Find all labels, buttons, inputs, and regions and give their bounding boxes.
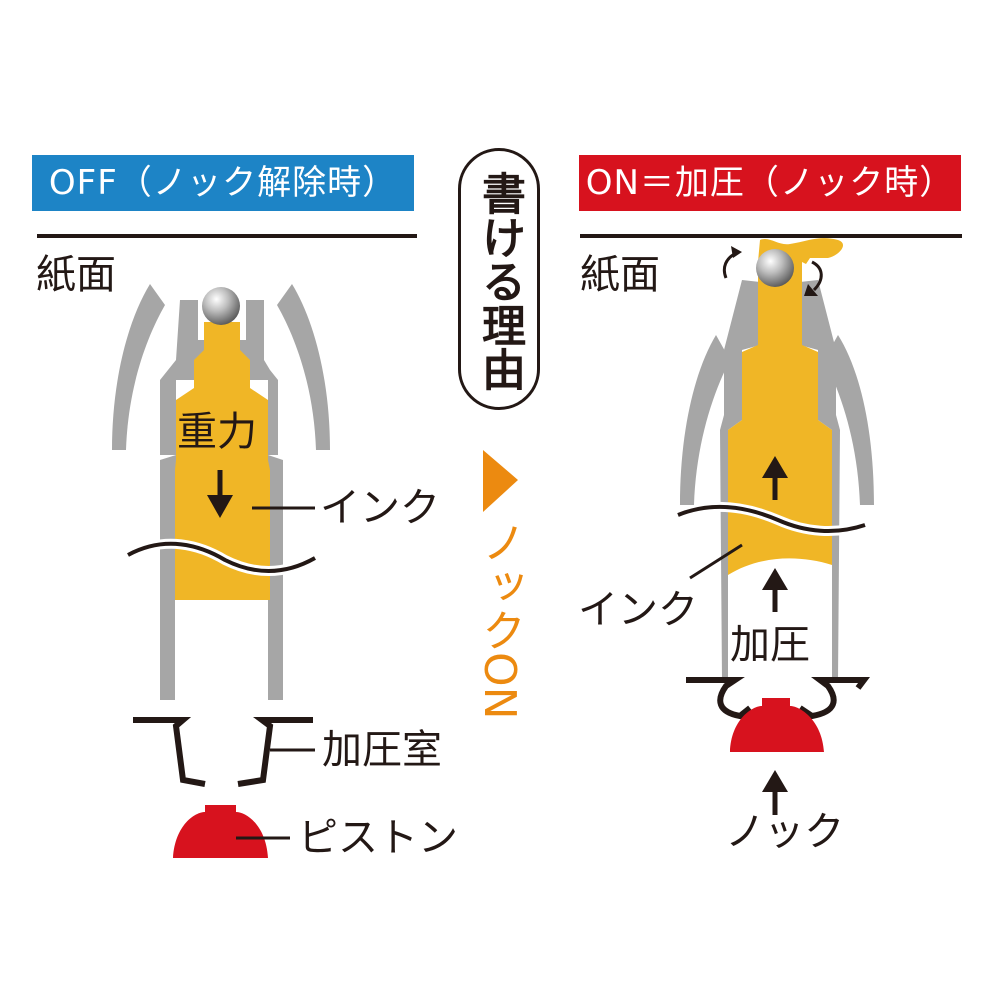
ink-up-arrowhead: [762, 456, 788, 478]
right-piston: [730, 698, 824, 752]
pressure-label: 加圧: [730, 622, 810, 668]
off-state-header: OFF（ノック解除時）: [32, 155, 414, 211]
knock-up-arrowhead: [762, 770, 788, 792]
gravity-arrowhead: [207, 495, 233, 518]
left-outer-wing-r: [277, 284, 330, 450]
left-ink-label: インク: [320, 485, 440, 531]
pressure-up-arrowhead: [762, 568, 788, 590]
left-ink: [175, 322, 270, 600]
right-ink-leader: [689, 543, 743, 580]
rotation-arrowhead-left: [731, 246, 742, 258]
left-ball: [202, 287, 240, 325]
left-break-line: [127, 541, 316, 573]
right-pen: [676, 238, 874, 815]
gravity-label: 重力: [177, 409, 257, 455]
right-ink-top: [728, 238, 844, 540]
right-ball: [756, 249, 794, 287]
piston-label: ピストン: [298, 815, 458, 861]
left-pressure-chamber: [133, 717, 313, 787]
right-ink-label: インク: [578, 587, 698, 633]
knock-on-arrow: [483, 450, 518, 512]
on-state-header: ON＝加圧（ノック時）: [579, 155, 961, 211]
right-tip-body: [720, 280, 760, 680]
knock-label: ノック: [725, 809, 845, 855]
rotation-arrowhead-right: [804, 284, 818, 296]
right-ink-lower: [728, 540, 832, 575]
left-paper-label: 紙面: [36, 252, 116, 298]
right-outer-wing-l: [680, 335, 730, 505]
knock-on-label: ノックON: [474, 520, 525, 720]
right-pressure-chamber: [686, 677, 870, 720]
left-piston: [173, 805, 268, 858]
center-title-pill: 書ける理由: [458, 148, 540, 410]
right-paper-label: 紙面: [580, 252, 660, 298]
right-tip-body: [800, 280, 840, 680]
right-break-line: [677, 504, 866, 534]
rotation-arrow-right: [811, 260, 823, 292]
chamber-label: 加圧室: [322, 727, 442, 773]
left-pen: [112, 284, 330, 858]
right-outer-wing-r: [824, 335, 874, 505]
center-title: 書ける理由: [474, 171, 525, 391]
left-outer-wing-l: [112, 284, 165, 450]
